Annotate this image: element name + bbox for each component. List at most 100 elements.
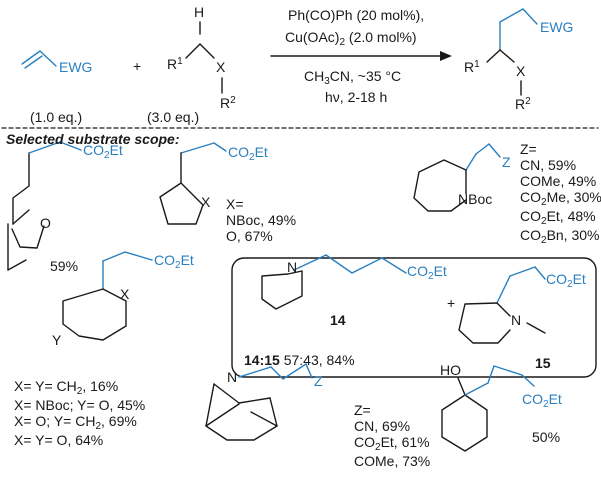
piperidine-boc-bonds — [413, 143, 501, 212]
thf-x-list: X= NBoc, 49% O, 67% — [226, 196, 296, 244]
vinyl-ewg-bonds — [21, 50, 57, 69]
reagent-2-label: Cu(OAc)2 (2.0 mol%) — [285, 29, 417, 49]
tropane-z-item-sub: 2 — [375, 442, 381, 453]
tropane-z-item: COMe, 73% — [354, 453, 430, 469]
six-ring-co2et-sub: 2 — [175, 260, 181, 271]
tropane-z-item: CO2Et, 61% — [354, 434, 430, 453]
piperidine-z-eq: Z= — [520, 141, 537, 157]
six-ring-item-a: X= O; Y= CH — [14, 413, 96, 429]
reagent-2-a: Cu(OAc) — [285, 29, 340, 45]
tropane-z-item-a: CN, 69% — [354, 418, 411, 434]
product-ewg-label: EWG — [540, 19, 574, 35]
tropane-z-item-b: Et, 61% — [380, 434, 430, 450]
thf-x-item: NBoc, 49% — [226, 212, 297, 228]
product-15-n: N — [511, 312, 522, 328]
product-15-co2et: CO2Et — [546, 271, 586, 291]
six-ring-item-a: X= Y= CH — [14, 378, 77, 394]
ratio-colon: : — [259, 352, 265, 368]
six-ring-item: X= Y= CH2, 16% — [14, 378, 145, 397]
reagent-2-sub: 2 — [339, 37, 346, 48]
product-14-co2et-a: CO — [407, 263, 428, 279]
piperidine-z-item: CN, 59% — [520, 157, 601, 173]
thf-x-item: X= — [226, 196, 244, 212]
plus-sign: + — [133, 58, 142, 74]
scope-heading: Selected substrate scope: — [6, 131, 180, 147]
light-time-label: hν, 2-18 h — [325, 89, 388, 105]
product-r2-sup: 2 — [525, 96, 531, 107]
solvent-a: CH — [304, 68, 325, 84]
ratio-14: 14 — [244, 352, 260, 368]
six-ring-co2et: CO2Et — [154, 252, 194, 272]
tropane-z-item-a: CO — [354, 434, 375, 450]
x-label: X — [216, 59, 226, 75]
thf-co2et: CO2Et — [228, 144, 268, 164]
r2-text: R — [220, 95, 231, 111]
oxetane-o: O — [40, 215, 51, 231]
ch-substrate-bonds — [185, 21, 223, 94]
solvent-sub: 3 — [324, 76, 330, 87]
product-14-bonds — [261, 254, 407, 310]
product-r2-label: R2 — [515, 96, 531, 114]
six-ring-item-b: , 16% — [82, 378, 119, 394]
tropane-z: Z — [314, 373, 323, 389]
piperidine-nboc: NBoc — [458, 191, 493, 207]
thf-x: X — [201, 194, 211, 210]
thf-bonds — [159, 142, 227, 225]
oxetane-co2et-sub: 2 — [104, 150, 110, 161]
eq-1-label: (1.0 eq.) — [30, 109, 83, 125]
piperidine-z-item-a: CN, 59% — [520, 157, 577, 173]
r2-sup: 2 — [230, 95, 236, 106]
cyclohexanol-co2et-a: CO — [522, 391, 543, 407]
tropane-z-list: Z= CN, 69% CO2Et, 61% COMe, 73% — [354, 402, 430, 469]
r2-label: R2 — [220, 95, 236, 113]
piperidine-z-item-sub: 2 — [541, 216, 547, 227]
product-box — [231, 257, 597, 378]
piperidine-z-item-b: Bn, 30% — [546, 227, 600, 243]
product-ratio: 14:15 57:43, 84% — [244, 353, 355, 368]
product-14-co2et-b: Et — [433, 263, 447, 279]
reagent-1-label: Ph(CO)Ph (20 mol%), — [288, 7, 425, 23]
six-ring-co2et-a: CO — [154, 252, 175, 268]
product-15-co2et-a: CO — [546, 271, 567, 287]
cyclohexanol-co2et-b: Et — [548, 391, 562, 407]
tropane-bonds — [205, 363, 313, 441]
piperidine-z-item-b: Et, 48% — [546, 208, 596, 224]
thf-co2et-a: CO — [228, 144, 249, 160]
product-box-plus: + — [447, 295, 456, 311]
tropane-z-eq: Z= — [354, 402, 371, 418]
cyclohexanol-bonds — [441, 365, 535, 452]
piperidine-z-list: Z= CN, 59% COMe, 49% CO2Me, 30% CO2Et, 4… — [520, 141, 601, 246]
product-x-label: X — [516, 63, 526, 79]
product-r1-sup: 1 — [474, 59, 480, 70]
product-r2-text: R — [515, 96, 526, 112]
six-ring-item-sub: 2 — [95, 421, 102, 432]
ewg-label: EWG — [59, 59, 93, 75]
six-ring-item: X= NBoc; Y= O, 45% — [14, 397, 145, 413]
eq-2-label: (3.0 eq.) — [147, 109, 200, 125]
product-14-label: 14 — [330, 312, 346, 328]
ratio-15: 15 — [264, 352, 280, 368]
thf-x-item: O, 67% — [226, 228, 273, 244]
r1-sup: 1 — [177, 56, 183, 67]
reaction-arrow-head — [440, 51, 452, 61]
piperidine-z-item-a: CO — [520, 208, 541, 224]
piperidine-z-item-sub: 2 — [541, 235, 547, 246]
six-ring-list: X= Y= CH2, 16% X= NBoc; Y= O, 45% X= O; … — [14, 378, 145, 448]
piperidine-z-item: CO2Bn, 30% — [520, 227, 601, 246]
six-ring-co2et-b: Et — [180, 252, 194, 268]
six-ring-bonds — [62, 251, 153, 341]
piperidine-z-item: CO2Me, 30% — [520, 189, 601, 208]
product-r1-label: R1 — [464, 59, 480, 77]
h-atom-label: H — [194, 4, 205, 20]
ratio-text: 57:43, 84% — [279, 352, 355, 368]
six-ring-item-a: X= Y= O, 64% — [14, 432, 104, 448]
piperidine-z-item-a: CO — [520, 189, 541, 205]
solvent-b: CN, ~35 °C — [329, 68, 402, 84]
tropane-n: N — [227, 369, 238, 385]
piperidine-z-item: COMe, 49% — [520, 173, 601, 189]
product-bonds — [486, 8, 538, 96]
product-15-bonds — [458, 266, 546, 344]
oxetane-co2et-b: Et — [109, 142, 123, 158]
piperidine-z-item: CO2Et, 48% — [520, 208, 601, 227]
six-ring-item: X= O; Y= CH2, 69% — [14, 413, 145, 432]
